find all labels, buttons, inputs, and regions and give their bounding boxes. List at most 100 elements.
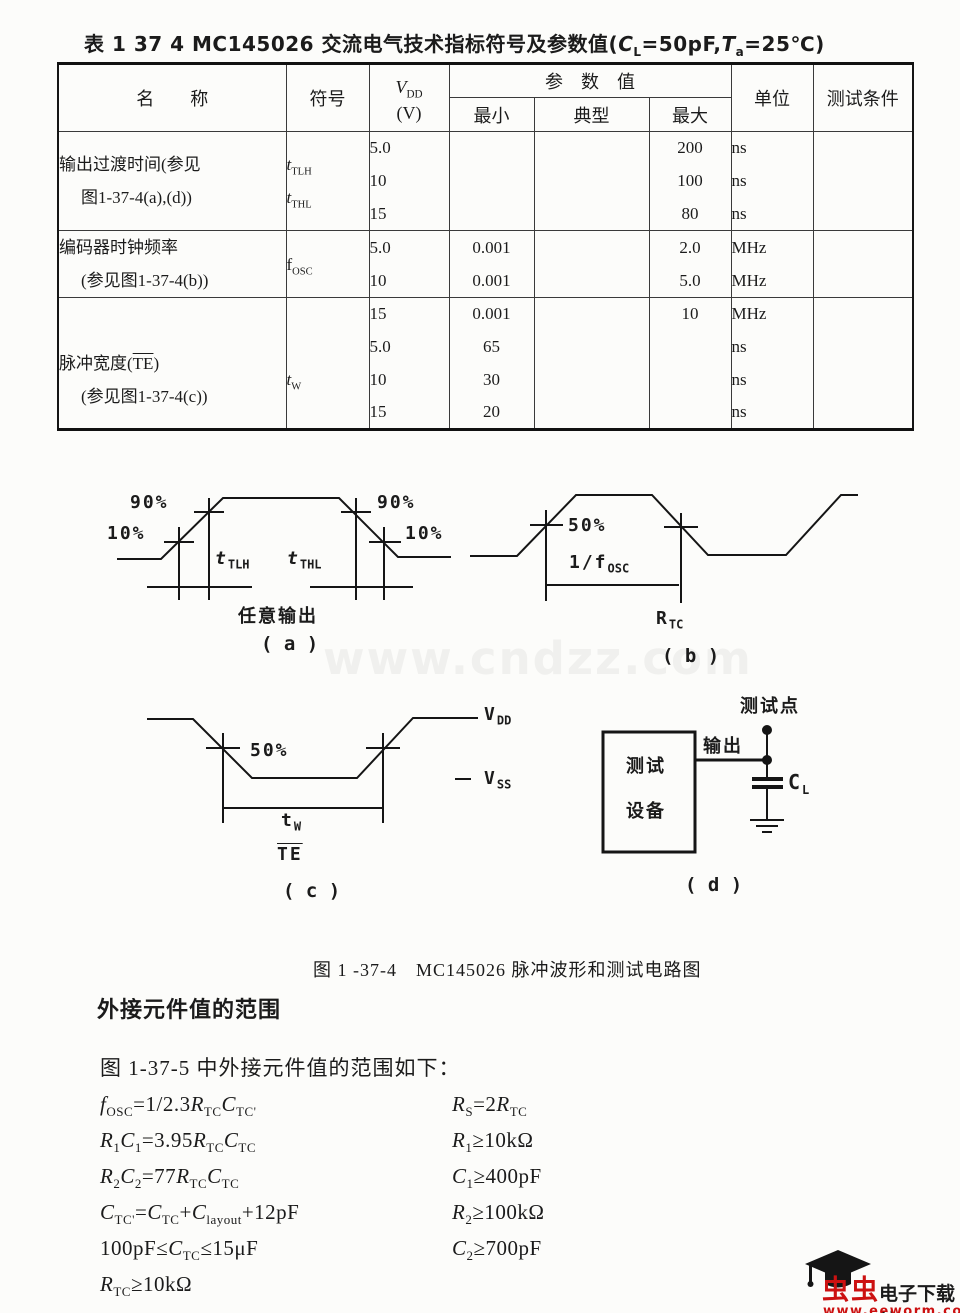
formula-line: R2≥100kΩ: [452, 1200, 545, 1228]
header-symbol: 符号: [285, 63, 369, 132]
label-90pct-left: 90%: [130, 492, 169, 513]
label-test-point: 测试点: [740, 696, 800, 717]
cell-unit: ns: [730, 363, 814, 397]
spec-table: 名 称 符号 VDD (V) 参 数 值 单位 测试条件 最小 典型 最大 输出…: [57, 62, 915, 431]
table-row: 编码器时钟频率 (参见图1-37-4(b)) fOSC 5.0 0.001 2.…: [57, 230, 914, 298]
cell-max: [648, 363, 732, 397]
formula-line: R1C1=3.95RTCCTC: [100, 1128, 257, 1156]
cell-typ: [533, 396, 649, 430]
table-row: 15 80 ns: [58, 197, 914, 231]
header-vdd-unit: (V): [396, 103, 422, 123]
label-50pct: 50%: [250, 740, 289, 761]
cell-typ: [533, 164, 649, 198]
cell-typ: [533, 197, 649, 231]
cell-min: 0.001: [448, 230, 534, 264]
waveform-diagram-b: 50% 1/fOSC RTC ( b ): [460, 470, 890, 680]
cell-min: 65: [448, 330, 534, 364]
cell-cond: [812, 363, 914, 397]
cell-max: 5.0: [648, 264, 732, 298]
waveform-b-lines: [470, 494, 858, 603]
header-min: 最小: [448, 97, 534, 132]
label-output: 输出: [703, 736, 743, 757]
cell-min: [448, 164, 534, 198]
cell-unit: ns: [730, 164, 814, 198]
formula-line: R1≥10kΩ: [452, 1128, 534, 1156]
formula-line: 100pF≤CTC≤15μF: [100, 1236, 259, 1264]
watermark-text: www.cndzz.com: [323, 632, 753, 685]
symbol-cell: tTLH tTHL: [285, 131, 369, 231]
formula-column-left: fOSC=1/2.3RTCCTC' R1C1=3.95RTCCTC R2C2=7…: [100, 1086, 299, 1302]
logo-url: www.eeworm.com: [823, 1304, 960, 1313]
cell-max: 10: [648, 297, 732, 331]
cell-cond: [812, 330, 914, 364]
header-unit: 单位: [730, 63, 814, 132]
table-row: 5.0 65 ns: [58, 330, 914, 364]
label-rtc-pin: RTC: [656, 608, 684, 632]
symbol-cell: tW: [285, 297, 369, 430]
figure-caption: 图 1 -37-4 MC145026 脉冲波形和测试电路图: [313, 960, 702, 980]
label-vss: VSS: [484, 768, 512, 792]
formula-line: CTC'=CTC+Clayout+12pF: [100, 1200, 300, 1228]
table-row: 输出过渡时间(参见 图1-37-4(a),(d)) tTLH tTHL 5.0 …: [57, 131, 914, 231]
table-row: 10 100 ns: [58, 164, 914, 198]
formula-line: C1≥400pF: [452, 1164, 542, 1192]
cell-typ: [533, 131, 649, 165]
label-oscillator-period: 1/fOSC: [569, 552, 630, 576]
label-te-bar: TE: [277, 844, 303, 865]
cell-unit: ns: [730, 396, 814, 430]
cell-min: 20: [448, 396, 534, 430]
cell-vdd: 15: [368, 396, 449, 430]
cell-vdd: 10: [368, 164, 449, 198]
cell-min: [448, 131, 534, 165]
label-10pct-left: 10%: [107, 523, 146, 544]
cell-vdd: 15: [368, 197, 449, 231]
cell-vdd: 5.0: [368, 131, 449, 165]
cell-typ: [533, 264, 649, 298]
logo-name-black: 电子下载站: [879, 1283, 956, 1313]
graduation-cap-icon: [805, 1250, 871, 1288]
formula-line: R2C2=77RTCCTC: [100, 1164, 240, 1192]
header-vdd-symbol: VDD: [395, 77, 423, 101]
label-t-w: tW: [281, 810, 302, 834]
table-row: 15 20 ns: [58, 396, 914, 430]
cell-max: [648, 330, 732, 364]
diagram-b-tag: ( b ): [662, 645, 720, 667]
header-typ: 典型: [533, 97, 649, 132]
cell-min: 0.001: [448, 264, 534, 298]
cell-cond: [812, 230, 914, 264]
cell-unit: ns: [730, 330, 814, 364]
diagram-d-tag: ( d ): [685, 874, 743, 896]
cell-typ: [533, 297, 649, 331]
cell-typ: [533, 230, 649, 264]
param-name-pulse-width: 脉冲宽度(TE) (参见图1-37-4(c)): [57, 297, 286, 430]
cell-max: [648, 396, 732, 430]
cell-unit: ns: [730, 131, 814, 165]
formula-column-right: RS=2RTC R1≥10kΩ C1≥400pF R2≥100kΩ C2≥700…: [452, 1086, 544, 1266]
cell-vdd: 10: [368, 363, 449, 397]
cell-cond: [812, 131, 914, 165]
cell-vdd: 5.0: [368, 330, 449, 364]
section-heading: 外接元件值的范围: [97, 998, 282, 1023]
cell-cond: [812, 297, 914, 331]
formula-line: C2≥700pF: [452, 1236, 542, 1264]
label-50pct: 50%: [568, 515, 607, 536]
cell-vdd: 5.0: [368, 230, 449, 264]
cell-typ: [533, 330, 649, 364]
cell-unit: MHz: [730, 264, 814, 298]
table-row: 10 30 ns: [58, 363, 914, 397]
cell-min: 0.001: [448, 297, 534, 331]
header-param-value: 参 数 值: [448, 63, 732, 98]
cell-cond: [812, 164, 914, 198]
label-10pct-right: 10%: [405, 523, 444, 544]
header-max: 最大: [648, 97, 732, 132]
label-test-equipment-2: 设备: [626, 801, 666, 822]
header-name: 名 称: [57, 63, 286, 132]
diagram-c-tag: ( c ): [283, 880, 341, 902]
header-test-condition: 测试条件: [812, 63, 914, 132]
site-logo: 虫虫 电子下载站 www.eeworm.com: [795, 1246, 960, 1313]
cell-min: 30: [448, 363, 534, 397]
cell-max: 100: [648, 164, 732, 198]
param-name-transition-time: 输出过渡时间(参见 图1-37-4(a),(d)): [57, 131, 286, 231]
label-vdd: VDD: [484, 704, 512, 728]
